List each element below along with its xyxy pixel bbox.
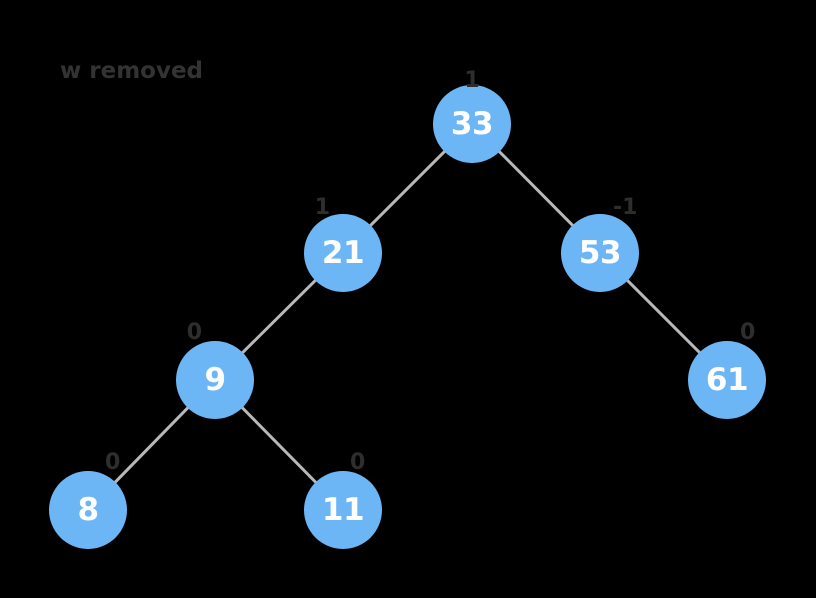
tree-node-label: 8 — [77, 491, 99, 528]
tree-node-61[interactable]: 61 — [688, 341, 766, 419]
tree-node-label: 61 — [705, 361, 749, 398]
balance-factor-11: 0 — [350, 450, 366, 475]
balance-factor-53: -1 — [613, 195, 638, 220]
tree-node-9[interactable]: 9 — [176, 341, 254, 419]
tree-edge — [625, 278, 702, 355]
tree-node-8[interactable]: 8 — [49, 471, 127, 549]
tree-node-label: 11 — [321, 491, 365, 528]
tree-edge — [240, 277, 318, 356]
tree-node-53[interactable]: 53 — [561, 214, 639, 292]
balance-factor-8: 0 — [105, 450, 121, 475]
caption-label: w removed — [60, 58, 204, 84]
balance-factor-9: 0 — [186, 320, 202, 345]
balance-factor-21: 1 — [314, 195, 330, 220]
tree-node-label: 33 — [450, 105, 494, 142]
tree-node-label: 53 — [578, 234, 622, 271]
tree-node-label: 21 — [321, 234, 365, 271]
tree-edge — [496, 149, 576, 228]
tree-node-21[interactable]: 21 — [304, 214, 382, 292]
balance-factor-33: 1 — [464, 68, 480, 93]
tree-node-11[interactable]: 11 — [304, 471, 382, 549]
tree-edge — [368, 149, 447, 228]
tree-node-label: 9 — [204, 361, 226, 398]
tree-node-33[interactable]: 33 — [433, 85, 511, 163]
tree-edge — [239, 405, 319, 485]
tree-edge — [112, 405, 191, 485]
balance-factor-61: 0 — [740, 320, 756, 345]
